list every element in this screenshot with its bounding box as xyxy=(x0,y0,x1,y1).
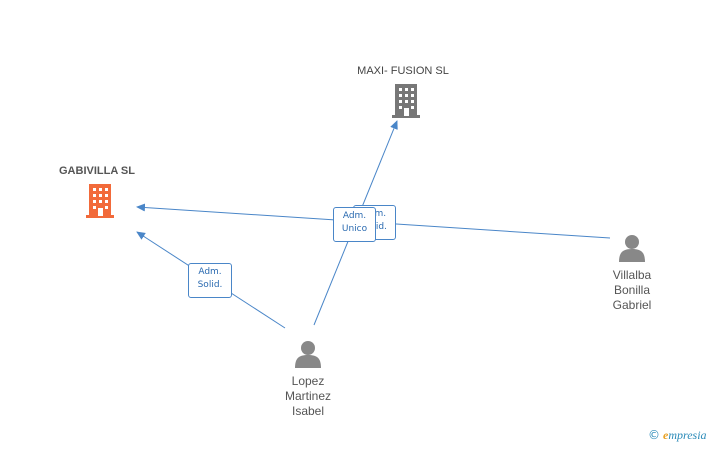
person-label-lopez[interactable]: Lopez Martinez Isabel xyxy=(263,374,353,419)
person-label-villalba[interactable]: Villalba Bonilla Gabriel xyxy=(587,268,677,313)
building-icon[interactable] xyxy=(86,184,114,218)
edge-label-line: Unico xyxy=(341,224,368,234)
person-name-line: Gabriel xyxy=(612,298,652,312)
edge-label-line: Adm. xyxy=(198,267,222,277)
brand-name: mpresia xyxy=(668,428,707,442)
building-icon[interactable] xyxy=(391,84,421,118)
person-name-line: Bonilla xyxy=(613,283,651,297)
brand-initial: e xyxy=(663,428,669,442)
edge-label-lopez-maxi[interactable]: Adm. Unico xyxy=(333,207,376,242)
person-name-line: Martinez xyxy=(284,389,331,403)
person-name-line: Isabel xyxy=(291,404,325,418)
company-label-gabivilla[interactable]: GABIVILLA SL xyxy=(59,165,135,177)
person-name-line: Lopez xyxy=(291,374,325,388)
copyright-symbol: © xyxy=(648,428,660,442)
brand-logo: © empresia xyxy=(648,428,707,443)
company-label-maxi[interactable]: MAXI- FUSION SL xyxy=(357,65,449,77)
edge-label-line: Adm. xyxy=(342,211,367,221)
person-name-line: Villalba xyxy=(612,268,652,282)
person-icon[interactable] xyxy=(619,235,645,262)
edge-label-lopez-gabivilla[interactable]: Adm. Solid. xyxy=(188,263,232,298)
person-icon[interactable] xyxy=(295,341,321,368)
edge-label-line: Solid. xyxy=(197,280,223,290)
